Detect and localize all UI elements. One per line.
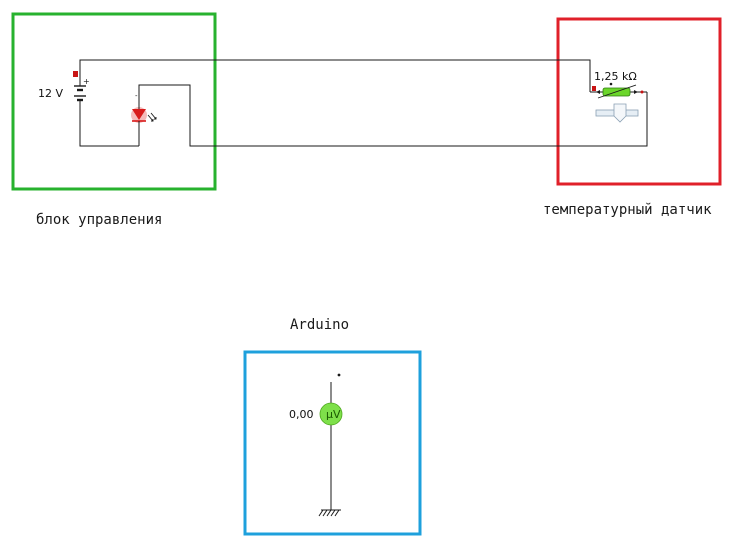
battery-symbol[interactable]: + (73, 71, 90, 112)
wire-top (79, 59, 591, 92)
wire-battery-bottom (79, 112, 139, 147)
wire-led-top (138, 84, 648, 147)
thermistor-arrow-left (596, 90, 600, 94)
thermistor-resistance-label: 1,25 kΩ (594, 70, 637, 83)
battery-terminal-marker (73, 71, 78, 77)
voltmeter-reading: 0,00 (289, 408, 314, 421)
control-unit-frame (11, 12, 217, 191)
arduino-caption: Arduino (290, 317, 350, 333)
temperature-sensor-frame (556, 17, 722, 186)
led-minus-mark: - (135, 92, 138, 100)
arduino-frame (243, 350, 422, 536)
thermistor-arrow-right (634, 90, 638, 94)
voltmeter-unit: µV (326, 408, 341, 421)
temperature-sensor-caption: температурный датчик (543, 202, 712, 218)
thermistor-terminal-left (592, 86, 596, 91)
battery-voltage-label: 12 V (38, 87, 64, 100)
wires (79, 59, 648, 510)
ground-icon (318, 509, 341, 517)
thermistor-symbol[interactable] (592, 82, 644, 99)
control-unit-caption: блок управления (36, 212, 163, 228)
voltmeter-symbol[interactable] (319, 373, 343, 426)
voltmeter-terminal-dot (337, 373, 341, 377)
led-light-arrows-icon (147, 112, 157, 122)
thermistor-junction (609, 82, 613, 86)
thermistor-terminal-right (640, 90, 644, 94)
led-triangle (132, 109, 146, 120)
thermistor-slash (597, 84, 637, 99)
battery-plus-sign: + (83, 77, 90, 86)
voltmeter-body (319, 402, 343, 426)
led-symbol[interactable]: - (131, 92, 157, 130)
thermistor-slider-icon[interactable] (595, 103, 639, 123)
